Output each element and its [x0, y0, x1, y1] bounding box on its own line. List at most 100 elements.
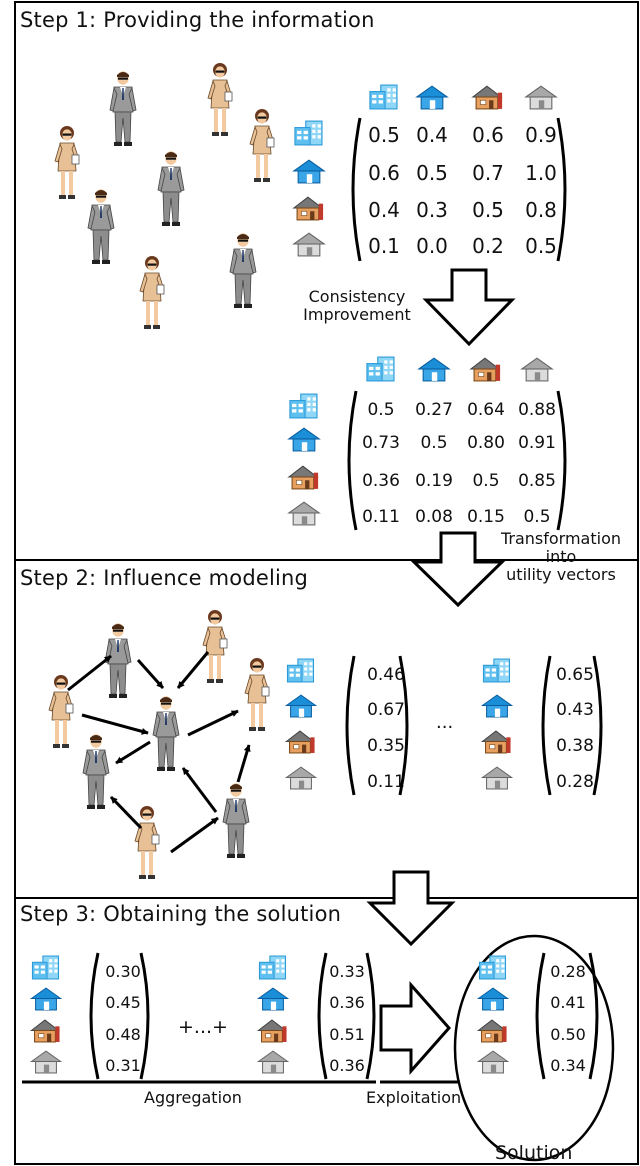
woman-figure	[54, 125, 80, 200]
matrix-cell: 0.51	[329, 1025, 365, 1044]
matrix-cell: 0.5	[367, 400, 394, 420]
transformation-label-line3: utility vectors	[506, 565, 616, 584]
influence-arrow	[136, 659, 165, 689]
man-figure	[87, 188, 115, 265]
matrix-cell: 0.8	[525, 198, 557, 222]
office-building-icon	[294, 120, 323, 146]
matrix-cell: 0.5	[472, 198, 504, 222]
blue-house-icon	[257, 987, 289, 1011]
matrix-cell: 1.0	[525, 161, 557, 185]
vector-ellipsis: ...	[436, 712, 454, 733]
woman-figure	[134, 805, 160, 880]
matrix-cell: 0.5	[368, 123, 400, 147]
transformation-arrow	[410, 531, 506, 608]
solution-label: Solution	[495, 1142, 573, 1164]
matrix-cell: 0.5	[523, 507, 550, 527]
matrix-cell: 0.5	[525, 234, 557, 258]
matrix-cell: 0.73	[362, 433, 400, 453]
influence-arrow	[67, 654, 112, 692]
vector-left-bracket	[345, 655, 356, 796]
vector-right-bracket	[398, 655, 409, 796]
gray-house-icon	[477, 1050, 509, 1074]
matrix-cell: 0.3	[416, 198, 448, 222]
consistency-label-line2: Improvement	[303, 305, 411, 324]
vector-right-bracket	[365, 952, 376, 1080]
man-figure	[104, 622, 132, 699]
matrix-cell: 0.1	[368, 234, 400, 258]
man-figure	[229, 232, 257, 309]
plus-ellipsis: +...+	[178, 1016, 228, 1038]
matrix-cell: 0.19	[415, 471, 453, 491]
influence-arrow	[181, 767, 218, 813]
matrix-cell: 0.38	[556, 736, 594, 756]
transformation-label: Transformation into utility vectors	[488, 530, 634, 584]
vector-left-bracket	[89, 952, 100, 1080]
orange-house-icon	[257, 1019, 288, 1043]
vector-right-bracket	[592, 655, 603, 796]
influence-arrow	[81, 713, 149, 735]
office-building-icon	[369, 84, 398, 110]
matrix-cell: 0.64	[467, 400, 505, 420]
office-building-icon	[31, 955, 60, 980]
step3-title: Step 3: Obtaining the solution	[20, 902, 342, 926]
matrix-cell: 0.27	[415, 400, 453, 420]
gray-house-icon	[285, 766, 317, 790]
vector-right-bracket	[588, 952, 599, 1080]
people-group-step2	[48, 609, 270, 880]
matrix-cell: 0.45	[105, 993, 141, 1012]
matrix-cell: 0.5	[416, 161, 448, 185]
orange-house-icon	[30, 1019, 61, 1043]
matrix-cell: 0.80	[467, 433, 505, 453]
matrix-cell: 0.30	[105, 962, 141, 981]
influence-arrows	[67, 651, 251, 854]
step2-title: Step 2: Influence modeling	[20, 566, 309, 590]
gray-house-icon	[481, 766, 513, 790]
office-building-icon	[258, 955, 287, 980]
man-figure	[109, 70, 137, 147]
office-building-icon	[482, 658, 511, 683]
matrix-right-bracket	[556, 117, 567, 262]
matrix-cell: 0.31	[105, 1056, 141, 1075]
orange-house-icon	[477, 1019, 508, 1043]
influence-arrow	[236, 744, 251, 783]
orange-house-icon	[288, 465, 319, 490]
matrix-cell: 0.88	[518, 400, 556, 420]
matrix-cell: 0.35	[367, 736, 405, 756]
matrix-cell: 0.5	[472, 471, 499, 491]
people-group-step1	[54, 62, 275, 330]
orange-house-icon	[472, 85, 503, 110]
matrix-cell: 0.6	[472, 123, 504, 147]
blue-house-icon	[293, 159, 325, 184]
office-building-icon	[478, 955, 507, 980]
matrix-left-bracket	[351, 117, 362, 262]
step3-frame	[14, 897, 639, 1165]
matrix-cell: 0.41	[550, 993, 586, 1012]
woman-figure	[48, 674, 74, 749]
step1-title: Step 1: Providing the information	[20, 8, 375, 32]
influence-arrow	[170, 816, 219, 854]
vector-right-bracket	[139, 952, 150, 1080]
gray-house-icon	[257, 1050, 289, 1074]
exploitation-arrow	[379, 981, 452, 1075]
matrix-right-bracket	[556, 390, 567, 531]
matrix-cell: 0.43	[556, 700, 594, 720]
matrix-cell: 0.34	[550, 1056, 586, 1075]
vector-left-bracket	[535, 952, 546, 1080]
matrix-cell: 0.67	[367, 700, 405, 720]
solution-ellipse	[453, 934, 615, 1162]
matrix-cell: 0.4	[416, 123, 448, 147]
office-building-icon	[366, 356, 395, 382]
blue-house-icon	[477, 987, 509, 1011]
man-figure	[82, 733, 110, 810]
matrix-cell: 0.33	[329, 962, 365, 981]
blue-house-icon	[288, 427, 320, 452]
matrix-cell: 0.36	[362, 471, 400, 491]
matrix-cell: 0.11	[362, 507, 400, 527]
influence-arrow	[176, 651, 210, 689]
influence-arrow	[187, 709, 239, 737]
office-building-icon	[286, 658, 315, 683]
matrix-cell: 0.91	[518, 433, 556, 453]
transformation-label-line2: into	[545, 547, 577, 566]
